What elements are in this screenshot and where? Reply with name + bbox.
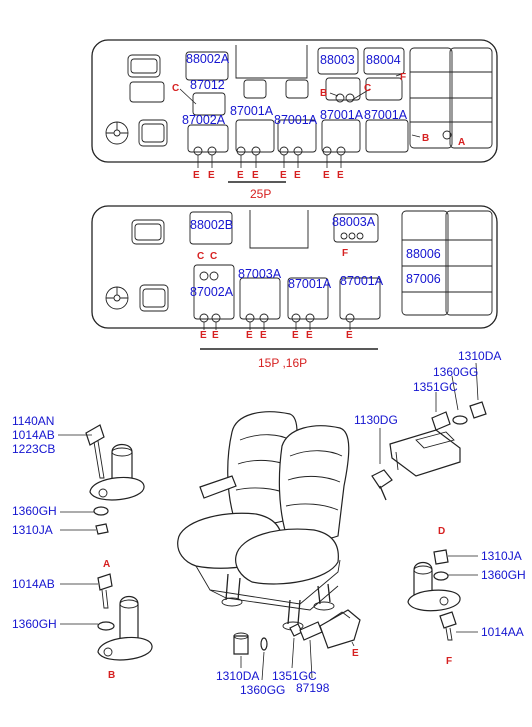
marker-e-9: E — [200, 330, 207, 341]
label-87001A-2: 87001A — [274, 113, 318, 127]
label-88002B: 88002B — [190, 218, 233, 232]
label-1351GC-top: 1351GC — [413, 380, 458, 394]
marker-e-5: E — [280, 170, 287, 181]
dash-box — [129, 81, 165, 103]
label-1310JA-top: 1310JA — [12, 523, 53, 537]
label-1360GH-right: 1360GH — [481, 568, 526, 582]
marker-f-1: F — [400, 72, 406, 83]
label-88004: 88004 — [366, 53, 401, 67]
label-1360GG-top: 1360GG — [433, 365, 478, 379]
label-87003A: 87003A — [238, 267, 282, 281]
label-87001A-4: 87001A — [364, 108, 408, 122]
marker-e-15: E — [346, 330, 353, 341]
label-1014AB: 1014AB — [12, 577, 55, 591]
label-1310DA-bot: 1310DA — [216, 669, 259, 683]
bus-outline-1 — [91, 39, 498, 163]
marker-e-2: E — [208, 170, 215, 181]
marker-e-13: E — [292, 330, 299, 341]
label-87001A-5: 87001A — [288, 277, 332, 291]
label-88006: 88006 — [406, 247, 441, 261]
label-87198: 87198 — [296, 681, 330, 695]
label-1310DA-top: 1310DA — [458, 349, 501, 363]
label-1310JA-right: 1310JA — [481, 549, 522, 563]
bolt-bracket-assembly-right — [407, 549, 478, 641]
label-88003: 88003 — [320, 53, 355, 67]
marker-c-2: C — [364, 83, 371, 94]
label-1130DG: 1130DG — [354, 413, 398, 427]
label-1014AA: 1014AA — [481, 625, 524, 639]
bracket-assembly-top-right — [371, 362, 487, 501]
driver-seat-shape — [138, 119, 168, 147]
label-1360GH: 1360GH — [12, 617, 57, 631]
label-87002A: 87002A — [182, 113, 226, 127]
marker-f-section: F — [446, 656, 452, 667]
marker-e-10: E — [212, 330, 219, 341]
double-seat-illustration — [177, 411, 350, 631]
front-seat-shape — [127, 54, 161, 78]
label-88003A: 88003A — [332, 215, 376, 229]
label-87001A-6: 87001A — [340, 274, 384, 288]
label-87006: 87006 — [406, 272, 441, 286]
label-1140AN: 1140AN — [12, 414, 54, 428]
marker-c-1: C — [172, 83, 179, 94]
caption-15p-16p: 15P ,16P — [258, 356, 307, 370]
marker-a-1: A — [458, 137, 465, 148]
bus-layout-25p — [91, 39, 498, 183]
small-parts-e — [233, 609, 361, 681]
marker-a-section: A — [103, 559, 110, 570]
marker-c-3: C — [197, 251, 204, 262]
caption-25p: 25P — [250, 187, 271, 201]
marker-e-14: E — [306, 330, 313, 341]
label-1360GH-top: 1360GH — [12, 504, 57, 518]
marker-e-section: E — [352, 648, 359, 659]
label-87012: 87012 — [190, 78, 225, 92]
label-1014AB-top: 1014AB — [12, 428, 55, 442]
label-88002A: 88002A — [186, 52, 230, 66]
marker-e-7: E — [323, 170, 330, 181]
marker-e-11: E — [246, 330, 253, 341]
label-1223CB: 1223CB — [12, 442, 55, 456]
label-87001A-3: 87001A — [320, 108, 364, 122]
bus-outline-2 — [91, 205, 498, 329]
marker-e-1: E — [193, 170, 200, 181]
marker-e-8: E — [337, 170, 344, 181]
marker-e-4: E — [252, 170, 259, 181]
bus-layout-15p-16p — [91, 205, 498, 350]
marker-b-section: B — [108, 670, 115, 681]
armrest — [199, 475, 237, 499]
marker-e-6: E — [294, 170, 301, 181]
marker-f-2: F — [342, 248, 348, 259]
marker-b-2: B — [422, 133, 429, 144]
label-1351GC-bot: 1351GC — [272, 669, 317, 683]
marker-c-4: C — [210, 251, 217, 262]
marker-e-3: E — [237, 170, 244, 181]
bolt-bracket-assembly-top — [58, 424, 145, 535]
marker-d-section: D — [438, 526, 445, 537]
marker-b-1: B — [320, 88, 327, 99]
label-87002A-2: 87002A — [190, 285, 234, 299]
marker-e-12: E — [260, 330, 267, 341]
bolt-bracket-assembly-bottom — [60, 573, 153, 661]
label-87001A-1: 87001A — [230, 104, 274, 118]
label-1360GG-bot: 1360GG — [240, 683, 285, 697]
